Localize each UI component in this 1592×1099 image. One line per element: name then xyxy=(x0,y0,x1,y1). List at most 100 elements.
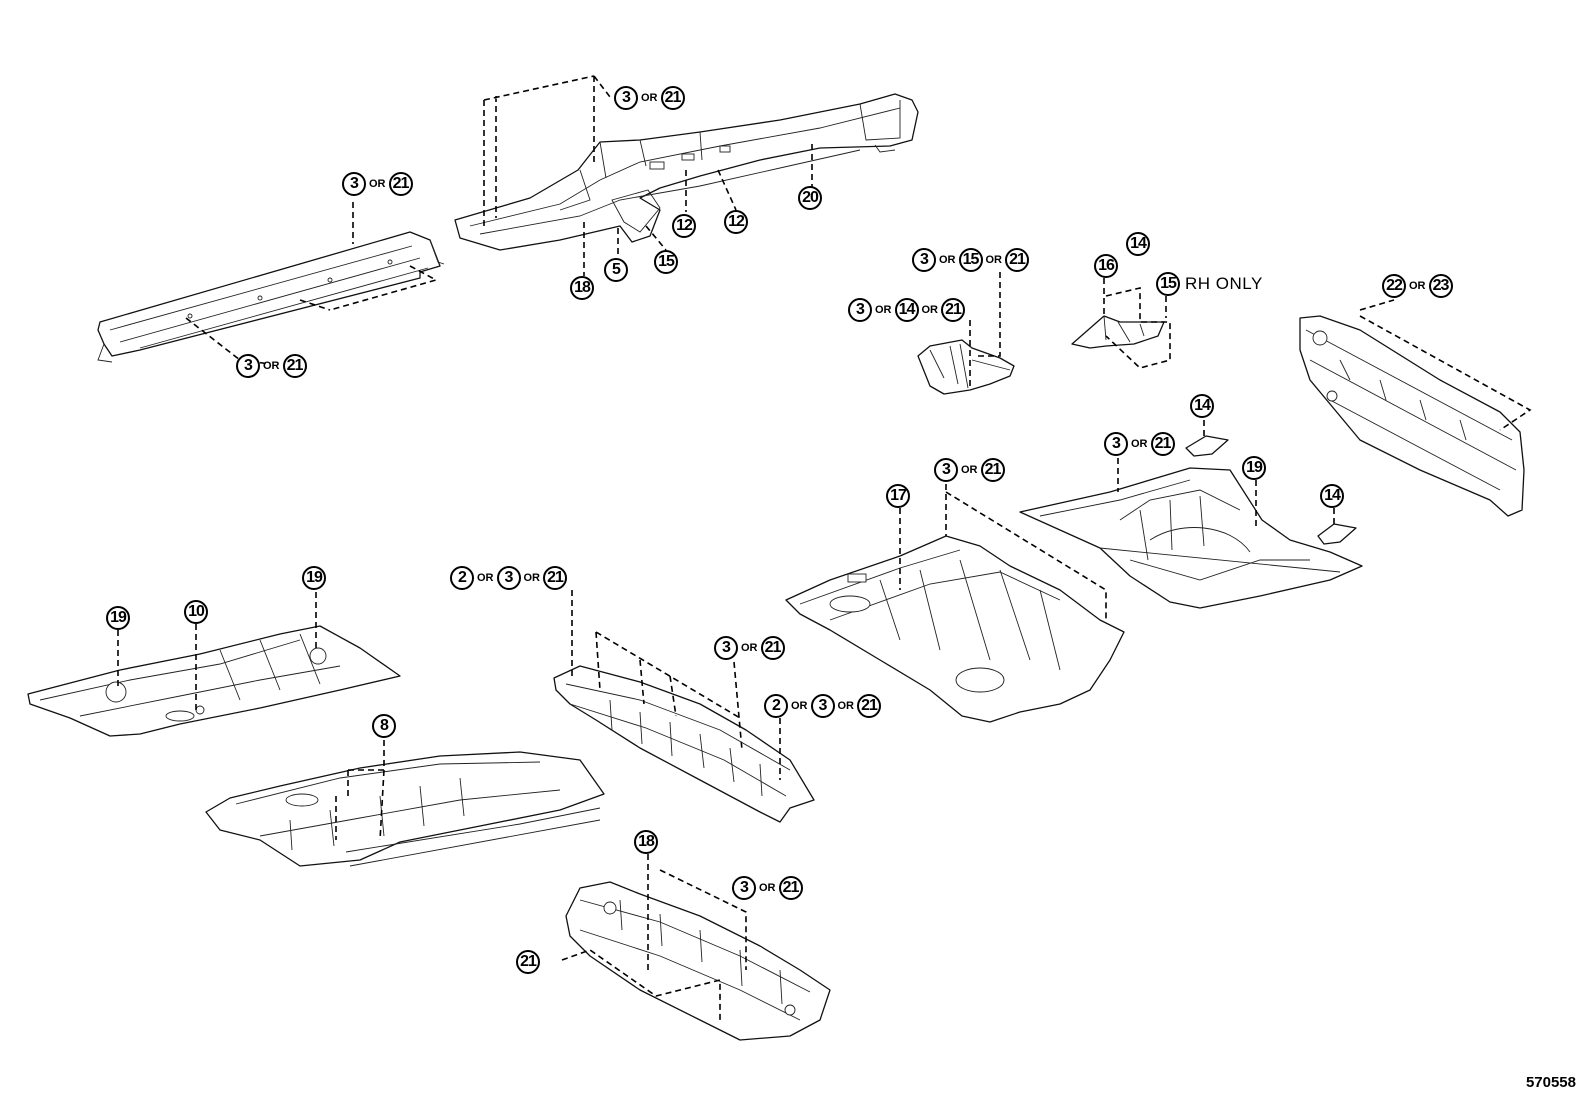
part-number-circle: 3 xyxy=(714,636,738,660)
part-number-circle: 5 xyxy=(604,258,628,282)
part-number-circle: 15 xyxy=(958,248,983,272)
part-number-circle: 22 xyxy=(1382,274,1406,298)
part-number-circle: 21 xyxy=(760,636,785,660)
part-number-circle: 21 xyxy=(1150,432,1175,456)
part-number-circle: 18 xyxy=(570,276,594,300)
part-number-circle: 3 xyxy=(810,694,835,718)
part-number-circle: 17 xyxy=(886,484,910,508)
callout-u: 14 xyxy=(1320,484,1344,508)
part-floor-tunnel xyxy=(205,751,605,867)
part-number-circle: 21 xyxy=(1005,248,1029,272)
part-small-bracket xyxy=(917,339,1015,395)
or-separator: OR xyxy=(1409,280,1426,292)
part-cross-member xyxy=(553,665,815,823)
part-number-circle: 21 xyxy=(857,694,881,718)
part-center-floor-pan xyxy=(785,535,1125,723)
callout-ae: 21 xyxy=(516,950,540,974)
part-number-circle: 14 xyxy=(1190,394,1214,418)
part-number-circle: 19 xyxy=(1242,456,1266,480)
part-number-circle: 3 xyxy=(614,86,638,110)
part-number-circle: 21 xyxy=(282,354,307,378)
part-number-circle: 15 xyxy=(654,250,678,274)
part-number-circle: 21 xyxy=(778,876,803,900)
part-number-circle: 18 xyxy=(634,830,658,854)
part-small-plate xyxy=(1071,315,1165,349)
part-number-circle: 19 xyxy=(302,566,326,590)
part-number-circle: 14 xyxy=(894,298,919,322)
part-number-circle: 3 xyxy=(934,458,958,482)
part-front-floor-left xyxy=(27,625,401,737)
part-number-circle: 10 xyxy=(184,600,208,624)
part-number-circle: 14 xyxy=(1126,232,1150,256)
or-separator: OR xyxy=(939,254,956,266)
callout-i: 18 xyxy=(570,276,594,300)
part-number-circle: 21 xyxy=(941,298,965,322)
or-separator: OR xyxy=(263,360,280,372)
callout-ab: 8 xyxy=(372,714,396,738)
or-separator: OR xyxy=(837,700,855,712)
or-separator: OR xyxy=(875,304,892,316)
callout-x: 19 xyxy=(106,606,130,630)
callout-v: 19 xyxy=(302,566,326,590)
part-number-circle: 14 xyxy=(1320,484,1344,508)
part-number-circle: 21 xyxy=(660,86,685,110)
callout-d: 20 xyxy=(798,186,822,210)
part-number-circle: 3 xyxy=(236,354,260,378)
callout-m: 14 xyxy=(1126,232,1150,256)
or-separator: OR xyxy=(523,572,541,584)
part-number-circle: 12 xyxy=(724,210,748,234)
or-separator: OR xyxy=(985,254,1003,266)
or-separator: OR xyxy=(369,178,386,190)
callout-f: 12 xyxy=(724,210,748,234)
or-separator: OR xyxy=(477,572,494,584)
leader-lines xyxy=(117,75,1532,1020)
or-separator: OR xyxy=(1131,438,1148,450)
part-number-circle: 21 xyxy=(388,172,413,196)
callout-g: 5 xyxy=(604,258,628,282)
part-number-circle: 19 xyxy=(106,606,130,630)
callout-w: 10 xyxy=(184,600,208,624)
part-number-circle: 3 xyxy=(732,876,756,900)
part-number-circle: 21 xyxy=(543,566,567,590)
part-number-circle: 3 xyxy=(342,172,366,196)
callout-t: 17 xyxy=(886,484,910,508)
part-clip-lower xyxy=(1317,523,1357,545)
part-rear-floor-pan xyxy=(1019,467,1363,609)
part-number-circle: 21 xyxy=(516,950,540,974)
callout-ac: 18 xyxy=(634,830,658,854)
part-rear-panel xyxy=(1299,315,1525,517)
or-separator: OR xyxy=(921,304,939,316)
part-number-circle: 2 xyxy=(450,566,474,590)
callout-p: 14 xyxy=(1190,394,1214,418)
part-clip-upper xyxy=(1185,435,1229,457)
part-number-circle: 20 xyxy=(798,186,822,210)
or-separator: OR xyxy=(641,92,658,104)
or-separator: OR xyxy=(759,882,776,894)
part-number-circle: 23 xyxy=(1428,274,1453,298)
part-number-circle: 12 xyxy=(672,214,696,238)
callout-e: 12 xyxy=(672,214,696,238)
part-number-circle: 3 xyxy=(848,298,872,322)
part-number-circle: 16 xyxy=(1094,254,1118,278)
part-number-circle: 21 xyxy=(980,458,1005,482)
or-separator: OR xyxy=(791,700,808,712)
or-separator: OR xyxy=(741,642,758,654)
or-separator: OR xyxy=(961,464,978,476)
part-number-circle: 2 xyxy=(764,694,788,718)
callout-n: 15 RH ONLY xyxy=(1156,272,1263,296)
figure-id: 570558 xyxy=(1525,1074,1576,1091)
callout-note: RH ONLY xyxy=(1185,274,1263,293)
part-number-circle: 15 xyxy=(1156,272,1180,296)
